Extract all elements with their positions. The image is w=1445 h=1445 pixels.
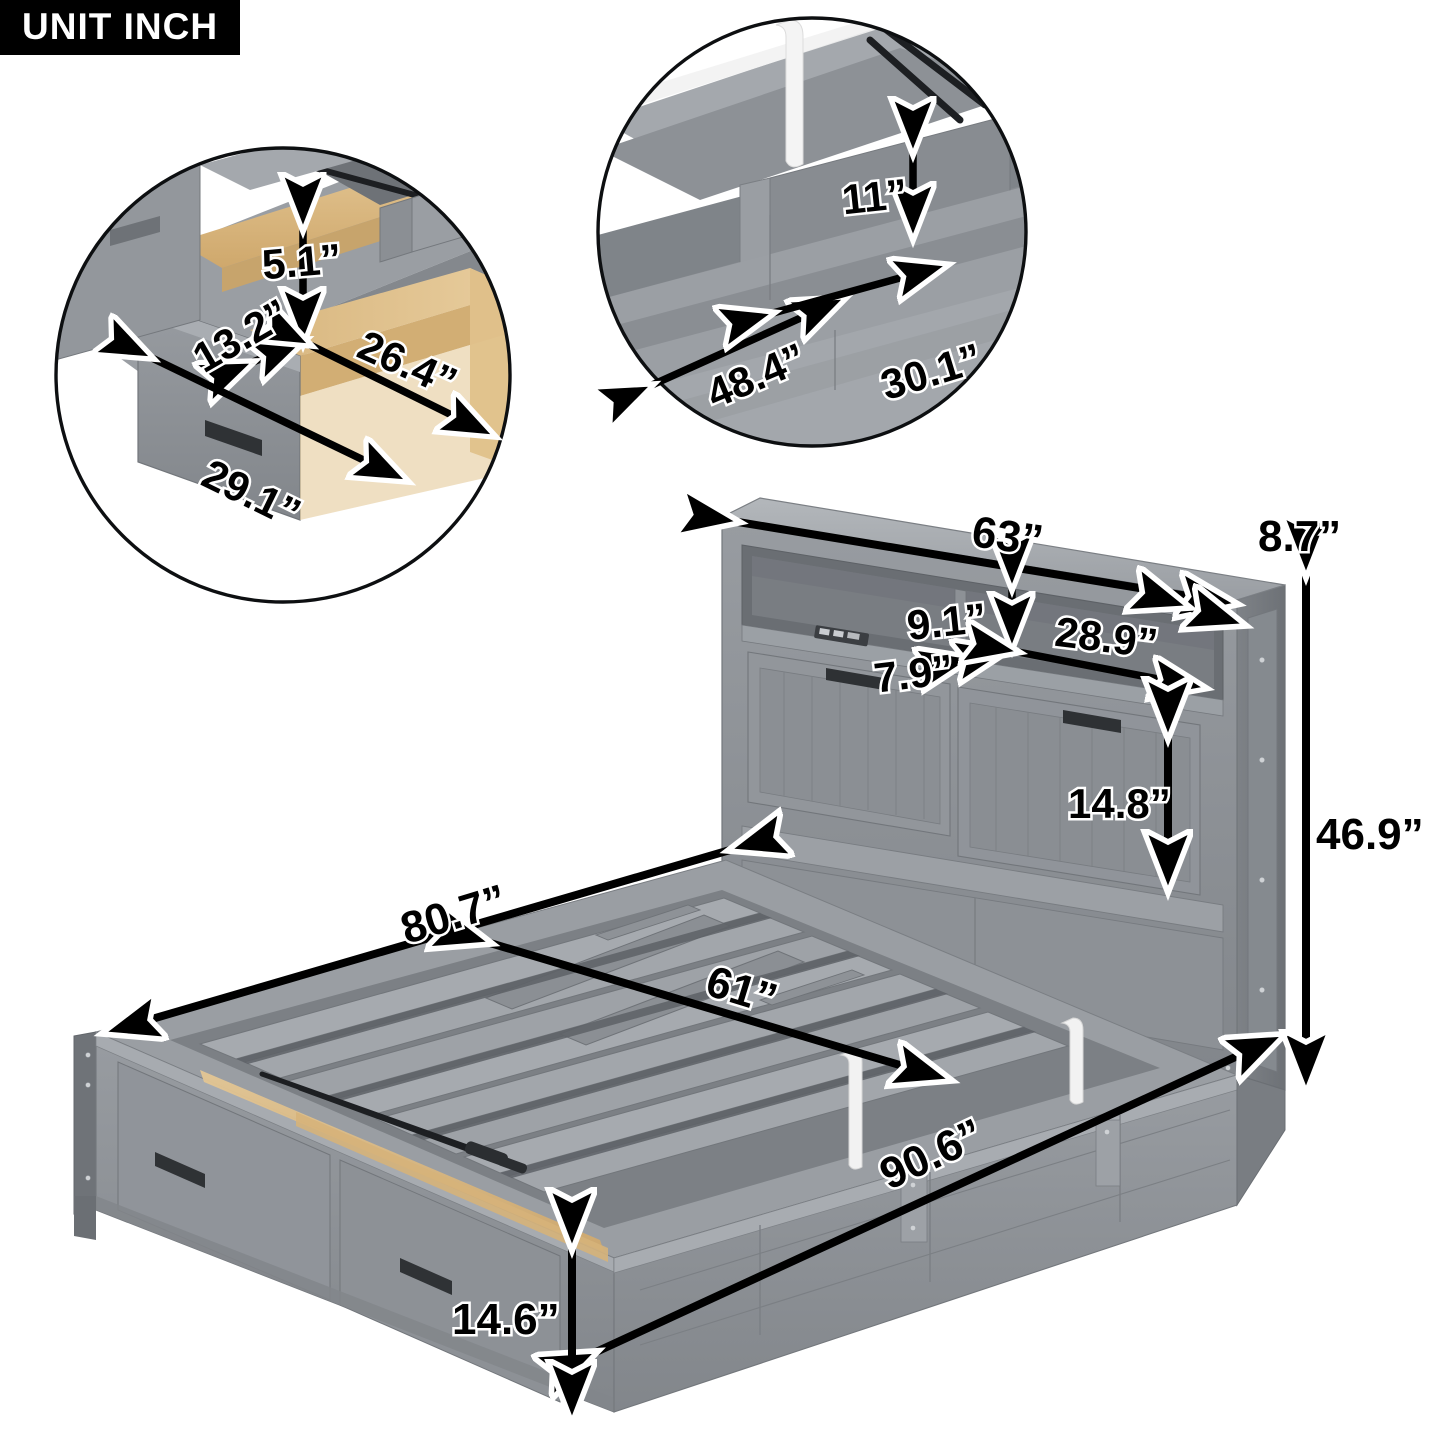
arrow-29-1: [152, 358, 407, 481]
arrow-8-7: [1188, 607, 1244, 625]
headboard-drawer-left[interactable]: [747, 651, 951, 837]
dim-shelf-divider-offset: 7.9”: [869, 643, 959, 704]
arrow-90-6: [596, 1035, 1283, 1352]
dim-headboard-drawer-height: 14.8”: [1066, 778, 1174, 830]
dim-shelf-height: 9.1”: [902, 591, 991, 651]
dim-headboard-width: 63”: [967, 505, 1049, 568]
dim-frame-height: 14.6”: [450, 1293, 563, 1347]
dim-headboard-depth: 8.7”: [1255, 510, 1343, 564]
dim-storage-height: 11”: [837, 167, 912, 226]
dimension-arrows: [104, 153, 1306, 1420]
arrow-80-7: [104, 850, 730, 1033]
unit-badge: UNIT INCH: [0, 0, 241, 55]
storage-detail-circle: [596, 16, 1028, 448]
arrow-30-1: [773, 265, 947, 313]
dim-drawer-inner-height: 5.1”: [258, 232, 346, 291]
unit-badge-label: UNIT INCH: [22, 6, 219, 47]
dim-overall-height: 46.9”: [1314, 808, 1427, 862]
power-outlet: [814, 625, 869, 647]
drawer-detail-circle: [54, 146, 512, 604]
